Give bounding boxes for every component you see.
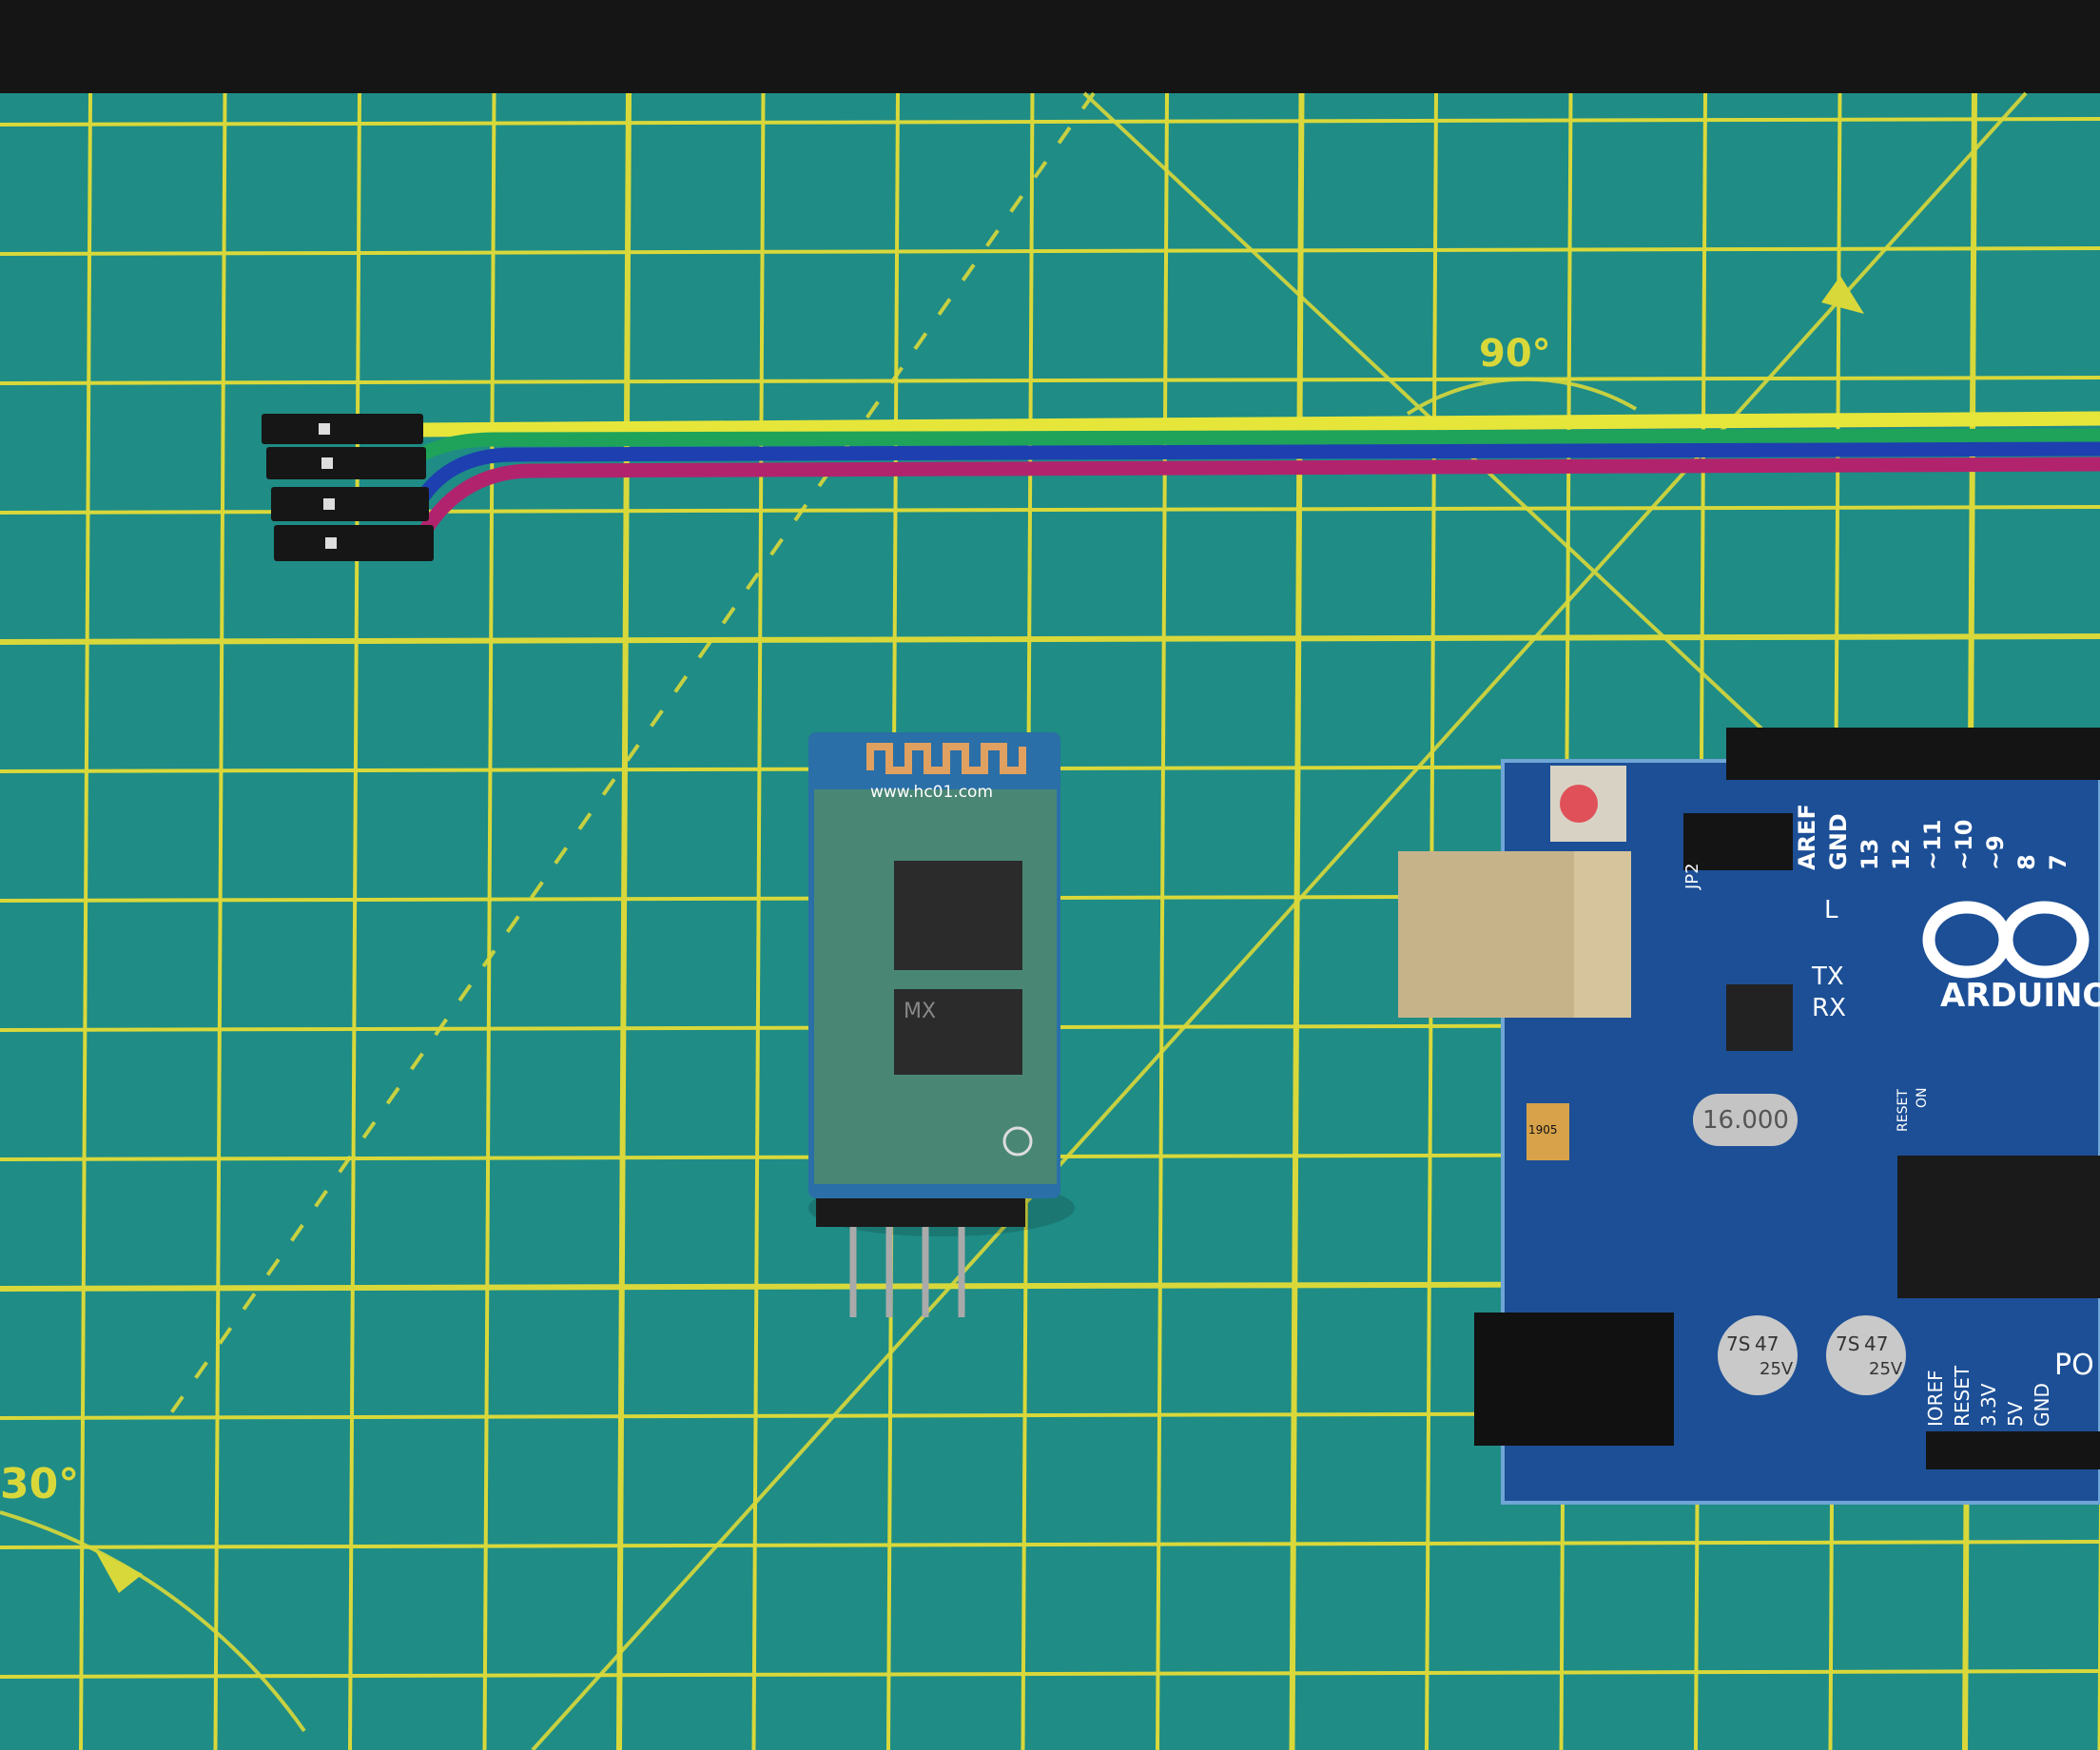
module-button: [1002, 1126, 1033, 1157]
on-label: ON: [1915, 1088, 1930, 1109]
cap-label: 7S: [1836, 1332, 1859, 1355]
grid-line: [0, 633, 2100, 645]
pin-label: 5V: [2004, 1401, 2027, 1427]
grid-line: [1156, 92, 1169, 1750]
pin-label: 7: [2045, 854, 2071, 870]
antenna-trace: [866, 743, 1026, 774]
grid-line: [0, 376, 2100, 385]
crystal-label: 16.000: [1702, 1106, 1789, 1135]
pin-label: GND: [1825, 813, 1852, 870]
crystal: [1693, 1094, 1798, 1146]
power-header: [1926, 1431, 2100, 1469]
atmega-chip: [1897, 1156, 2100, 1298]
arduino-logo-text: ARDUINO: [1940, 977, 2100, 1015]
pin-label: 3.3V: [1977, 1383, 2000, 1427]
grid-line: [482, 92, 496, 1750]
pin-label: ~9: [1982, 835, 2009, 870]
cap-label: 25V: [1869, 1359, 1903, 1379]
table-edge: [0, 0, 2100, 93]
arduino-logo-icon: [1922, 901, 2090, 979]
pin-label: ~11: [1919, 819, 1946, 870]
icsp-header: [1683, 813, 1793, 870]
pin-label: AREF: [1794, 804, 1820, 870]
bluetooth-chip: [894, 861, 1022, 970]
led-label-tx: TX: [1811, 962, 1844, 991]
led-label-rx: RX: [1812, 994, 1846, 1022]
grid-line: [213, 92, 227, 1750]
pin-label: ~10: [1951, 819, 1977, 870]
pin-label: GND: [2031, 1383, 2053, 1427]
grid-line: [0, 1540, 2100, 1549]
pin-label: 8: [2013, 854, 2040, 870]
wire-yellow: [418, 411, 2100, 438]
grid-line: [79, 92, 92, 1750]
digital-header: [1726, 728, 2100, 780]
angle-label-90: 90°: [1479, 332, 1551, 376]
jumper-wires: [262, 411, 2100, 561]
grid-line: [616, 92, 632, 1750]
module-url: www.hc01.com: [870, 783, 993, 802]
cap-label: 47: [1755, 1332, 1779, 1355]
grid-line: [0, 117, 2100, 126]
regulator-label: 1905: [1528, 1123, 1558, 1137]
cap-label: 25V: [1760, 1359, 1794, 1379]
grid-line: [348, 92, 361, 1750]
pin-label: 13: [1857, 839, 1883, 870]
grid-line: [751, 92, 766, 1750]
cap-label: 7S: [1726, 1332, 1750, 1355]
angle-marker-icon: [1821, 276, 1864, 314]
pin-label: RESET: [1951, 1365, 1974, 1427]
power-jack: [1474, 1312, 1674, 1446]
pin-label: IOREF: [1924, 1370, 1947, 1427]
grid-line: [0, 246, 2100, 256]
flash-chip-label: MX: [904, 1000, 936, 1023]
bluetooth-module: www.hc01.com MX: [808, 732, 1075, 1317]
cap-label: 47: [1864, 1332, 1888, 1355]
angle-marker-icon: [95, 1550, 143, 1593]
flash-chip: [894, 989, 1022, 1075]
reset-label: RESET: [1896, 1089, 1911, 1132]
dupont-connectors: [262, 414, 434, 561]
led-label-l: L: [1824, 896, 1838, 924]
grid-line: [1289, 92, 1305, 1750]
power-section-label: PO: [2054, 1349, 2094, 1382]
capacitors: [1718, 1315, 1906, 1395]
grid-line: [0, 1669, 2100, 1679]
regulator: [1526, 1103, 1569, 1160]
angle-label-30: 30°: [0, 1460, 79, 1508]
jp2-label: JP2: [1682, 863, 1702, 890]
usb-chip: [1726, 984, 1793, 1051]
module-pcb: [814, 789, 1057, 1184]
pin-label: 12: [1888, 839, 1915, 870]
